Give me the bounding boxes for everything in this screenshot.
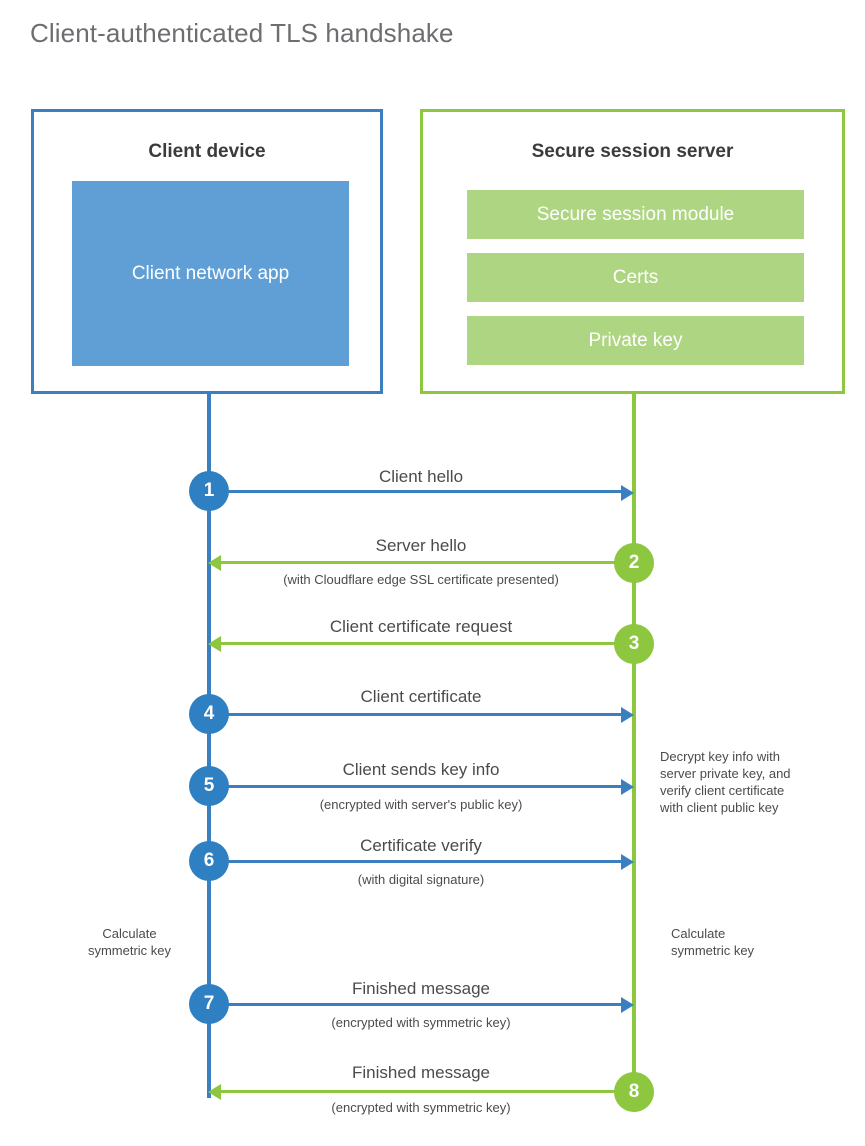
step-6-label: Certificate verify [360,836,482,855]
step-6-sublabel: (with digital signature) [357,872,485,887]
step-4-arrow-line [209,713,623,716]
step-5-arrow-head-right-icon [621,779,634,795]
client-network-app-block: Client network app [72,181,349,366]
step-8-circle[interactable]: 8 [614,1072,654,1112]
step-7-arrow-line [209,1003,623,1006]
step-7-arrow-head-right-icon [621,997,634,1013]
step-8-arrow-head-left-icon [208,1084,221,1100]
step-1-circle[interactable]: 1 [189,471,229,511]
server-decrypt-note: Decrypt key info with server private key… [660,748,845,816]
server-decrypt-note-line-2: server private key, and [660,766,791,781]
step-2-arrow-head-left-icon [208,555,221,571]
server-decrypt-note-line-4: with client public key [660,800,779,815]
page-title: Client-authenticated TLS handshake [30,18,454,48]
secure-session-server-title: Secure session server [531,141,734,162]
client-calculate-note-line-1: Calculate [102,926,157,941]
step-1-arrow-head-right-icon [621,485,634,501]
step-3-arrow-head-left-icon [208,636,221,652]
server-component-certs: Certs [467,253,804,302]
client-lifeline [207,391,211,1098]
client-calculate-note-line-2: symmetric key [87,943,172,958]
step-4-circle[interactable]: 4 [189,694,229,734]
server-decrypt-note-line-1: Decrypt key info with [660,749,780,764]
step-6-arrow-head-right-icon [621,854,634,870]
step-7-sublabel: (encrypted with symmetric key) [331,1015,511,1030]
step-5-sublabel: (encrypted with server's public key) [319,797,523,812]
server-calculate-note-line-1: Calculate [671,926,726,941]
step-3-arrow-line [220,642,634,645]
step-8-sublabel: (encrypted with symmetric key) [331,1100,511,1115]
step-5-arrow-line [209,785,623,788]
secure-session-server-box: Secure session server Secure session mod… [420,109,845,394]
step-8-arrow-line [220,1090,634,1093]
step-4-label: Client certificate [360,687,482,706]
step-4-arrow-head-right-icon [621,707,634,723]
step-6-arrow-line [209,860,623,863]
step-7-label: Finished message [352,979,490,998]
step-5-circle[interactable]: 5 [189,766,229,806]
step-2-arrow-line [220,561,634,564]
step-3-circle[interactable]: 3 [614,624,654,664]
step-2-label: Server hello [375,536,467,555]
server-decrypt-note-line-3: verify client certificate [660,783,785,798]
server-calculate-symmetric-key-note: Calculate symmetric key [671,925,821,959]
step-5-label: Client sends key info [342,760,500,779]
client-device-title: Client device [148,141,266,162]
step-8-label: Finished message [352,1063,490,1082]
server-lifeline [632,391,636,1101]
step-7-circle[interactable]: 7 [189,984,229,1024]
client-device-box: Client device Client network app [31,109,383,394]
step-3-label: Client certificate request [329,617,513,636]
client-calculate-symmetric-key-note: Calculate symmetric key [62,925,197,959]
step-6-circle[interactable]: 6 [189,841,229,881]
step-1-label: Client hello [378,467,464,486]
server-component-secure-session-module: Secure session module [467,190,804,239]
step-1-arrow-line [209,490,623,493]
step-2-sublabel: (with Cloudflare edge SSL certificate pr… [283,572,559,587]
step-2-circle[interactable]: 2 [614,543,654,583]
server-calculate-note-line-2: symmetric key [671,943,755,958]
server-component-private-key: Private key [467,316,804,365]
